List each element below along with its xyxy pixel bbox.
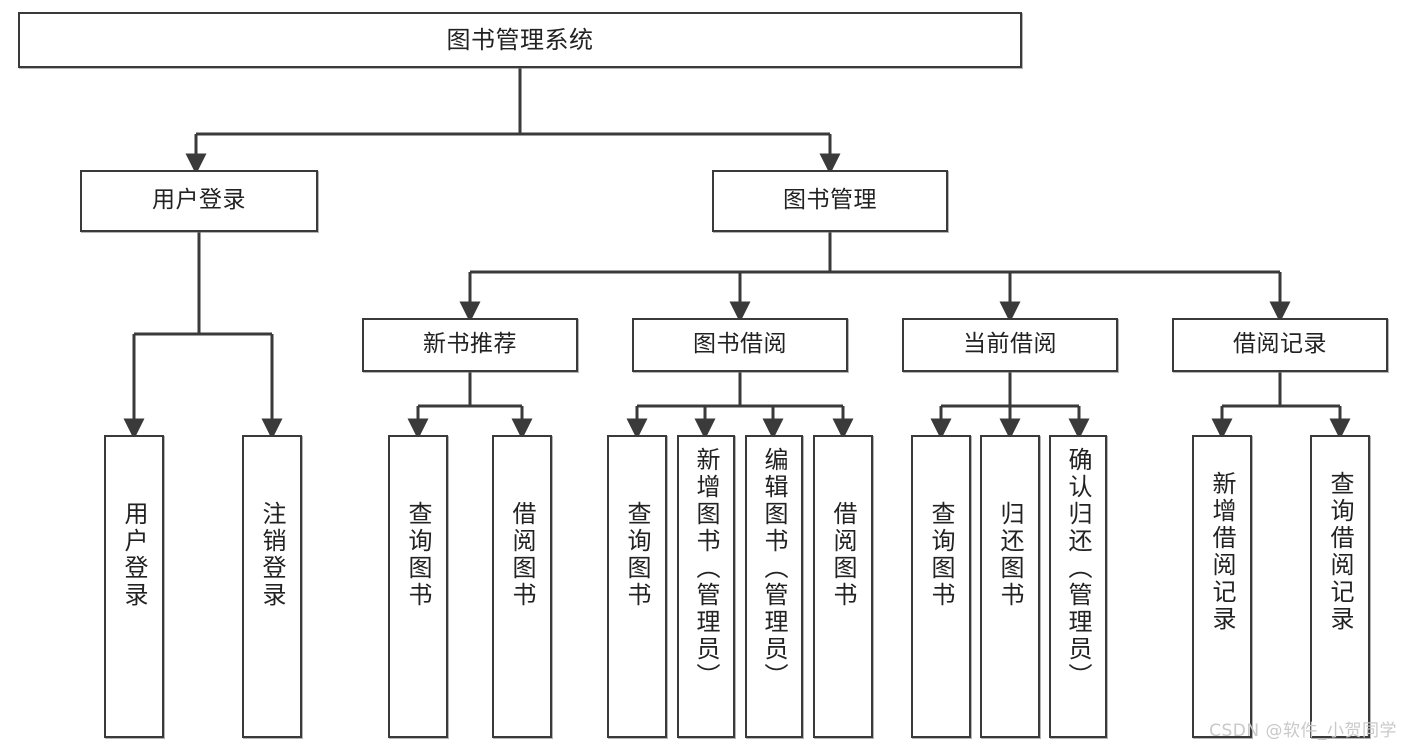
node-leaf-edit-book[interactable]: 编辑图书（管理员） (745, 435, 803, 738)
node-leaf-query-book-1-label: 查询图书 (404, 501, 432, 609)
node-leaf-add-record[interactable]: 新增借阅记录 (1192, 435, 1252, 738)
node-leaf-query-book-3-label: 查询图书 (927, 501, 955, 609)
node-leaf-confirm-return[interactable]: 确认归还（管理员） (1049, 435, 1107, 738)
node-current-borrow[interactable]: 当前借阅 (902, 318, 1118, 372)
node-leaf-user-login[interactable]: 用户登录 (104, 435, 164, 738)
node-current-borrow-label: 当前借阅 (963, 331, 1057, 358)
node-user-login-label: 用户登录 (152, 187, 246, 214)
csdn-watermark: CSDN @软件_小贺同学 (1209, 721, 1397, 741)
node-leaf-borrow-book-2[interactable]: 借阅图书 (813, 435, 873, 738)
node-leaf-user-logout-label: 注销登录 (258, 501, 286, 609)
node-leaf-query-book-1[interactable]: 查询图书 (388, 435, 448, 738)
node-leaf-return-book[interactable]: 归还图书 (980, 435, 1040, 738)
node-root-label: 图书管理系统 (446, 25, 594, 54)
node-leaf-confirm-return-label: 确认归还（管理员） (1064, 447, 1092, 690)
node-leaf-query-record-label: 查询借阅记录 (1326, 471, 1354, 633)
node-new-book-rec[interactable]: 新书推荐 (362, 318, 578, 372)
node-leaf-add-book[interactable]: 新增图书（管理员） (677, 435, 735, 738)
node-leaf-borrow-book-1[interactable]: 借阅图书 (492, 435, 552, 738)
node-borrow-record-label: 借阅记录 (1233, 331, 1327, 358)
node-book-borrow-label: 图书借阅 (693, 331, 787, 358)
node-leaf-user-login-label: 用户登录 (120, 501, 148, 609)
node-leaf-add-record-label: 新增借阅记录 (1208, 471, 1236, 633)
node-leaf-edit-book-label: 编辑图书（管理员） (760, 447, 788, 690)
node-user-login[interactable]: 用户登录 (80, 170, 318, 232)
node-book-manage-label: 图书管理 (783, 187, 877, 214)
node-leaf-borrow-book-2-label: 借阅图书 (829, 501, 857, 609)
node-new-book-rec-label: 新书推荐 (423, 331, 517, 358)
node-leaf-query-book-2-label: 查询图书 (623, 501, 651, 609)
node-borrow-record[interactable]: 借阅记录 (1172, 318, 1388, 372)
node-book-borrow[interactable]: 图书借阅 (632, 318, 848, 372)
node-leaf-query-record[interactable]: 查询借阅记录 (1310, 435, 1370, 738)
node-leaf-return-book-label: 归还图书 (996, 501, 1024, 609)
node-leaf-query-book-2[interactable]: 查询图书 (607, 435, 667, 738)
node-root[interactable]: 图书管理系统 (18, 12, 1022, 68)
node-leaf-query-book-3[interactable]: 查询图书 (911, 435, 971, 738)
node-leaf-add-book-label: 新增图书（管理员） (692, 447, 720, 690)
node-leaf-user-logout[interactable]: 注销登录 (242, 435, 302, 738)
node-leaf-borrow-book-1-label: 借阅图书 (508, 501, 536, 609)
node-book-manage[interactable]: 图书管理 (712, 170, 948, 232)
